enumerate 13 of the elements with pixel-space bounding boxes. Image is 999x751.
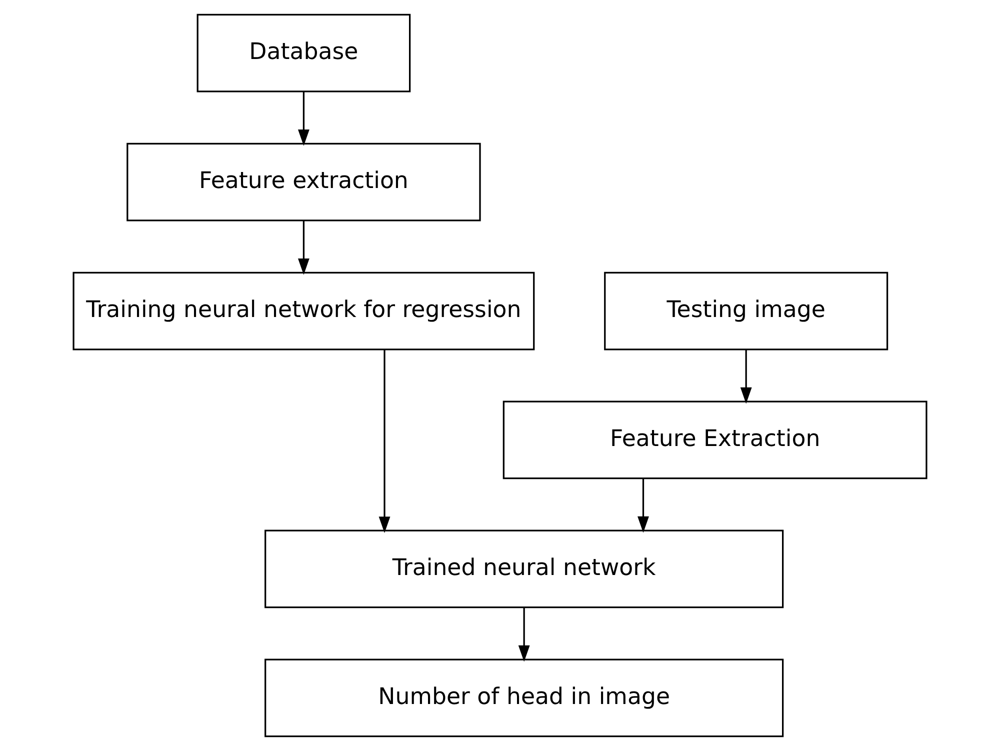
node-box: Feature extraction bbox=[126, 142, 480, 222]
node-box: Testing image bbox=[604, 272, 888, 350]
node-box: Number of head in image bbox=[264, 658, 784, 738]
arrow bbox=[297, 220, 309, 275]
arrow bbox=[378, 350, 390, 533]
node-box: Trained neural network bbox=[264, 530, 784, 608]
arrow bbox=[740, 350, 752, 404]
arrow bbox=[637, 478, 648, 533]
node-box: Feature Extraction bbox=[502, 400, 927, 480]
node-box: Database bbox=[196, 14, 410, 92]
arrow bbox=[297, 92, 309, 146]
node-box: Training neural network for regression bbox=[72, 272, 534, 350]
arrow bbox=[518, 608, 530, 662]
